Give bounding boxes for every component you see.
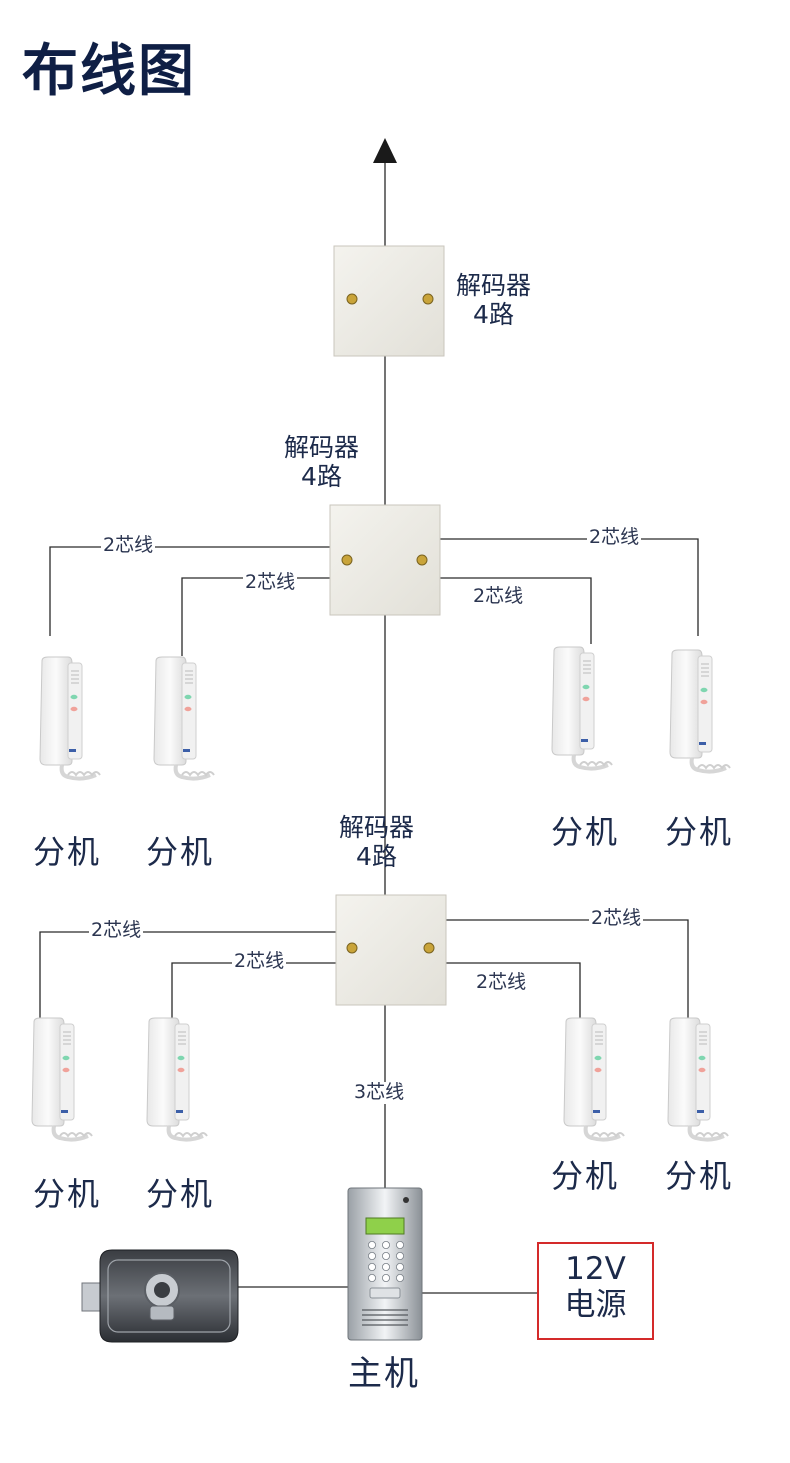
extension-label: 分机 <box>665 1157 734 1195</box>
page-title: 布线图 <box>22 39 196 104</box>
decoder-ports: 4路 <box>301 461 342 491</box>
wire-lower-right-inner <box>446 962 581 1018</box>
decoder-ports: 4路 <box>473 299 514 329</box>
wire-label: 2芯线 <box>587 526 642 549</box>
handset-icon <box>30 1016 94 1142</box>
extension-label: 分机 <box>551 813 620 851</box>
handset-icon <box>666 1016 730 1142</box>
handset-icon <box>668 648 732 774</box>
wire-label: 2芯线 <box>89 919 144 942</box>
handset-icon <box>152 655 216 781</box>
extension-label: 分机 <box>146 1175 215 1213</box>
door-station-icon <box>347 1187 423 1341</box>
decoder-name: 解码器 <box>456 271 532 300</box>
wire-label: 2芯线 <box>474 971 529 994</box>
wire-label: 2芯线 <box>243 571 298 594</box>
handset-icon <box>562 1016 626 1142</box>
extension-label: 分机 <box>551 1157 620 1195</box>
decoder-label-3: 解码器 4路 <box>339 813 415 872</box>
power-label: 电源 <box>564 1286 627 1323</box>
wire-upper-right-inner <box>440 577 592 644</box>
wire-label: 2芯线 <box>589 907 644 930</box>
decoder-box-3 <box>335 894 447 1006</box>
wire-upper-right-outer <box>440 538 699 636</box>
host-label: 主机 <box>348 1354 420 1394</box>
decoder-name: 解码器 <box>339 813 415 842</box>
handset-icon <box>550 645 614 771</box>
wire-label-3-core: 3芯线 <box>352 1081 407 1104</box>
uplink-arrow-icon <box>373 138 397 163</box>
decoder-name: 解码器 <box>284 433 360 462</box>
decoder-label-1: 解码器 4路 <box>456 271 532 330</box>
handset-icon <box>145 1016 209 1142</box>
wire-label: 2芯线 <box>101 534 156 557</box>
electric-lock-icon <box>81 1249 239 1343</box>
wire-lower-left-outer <box>39 931 336 1018</box>
decoder-box-1 <box>333 245 445 357</box>
handset-icon <box>38 655 102 781</box>
extension-label: 分机 <box>33 1175 102 1213</box>
wire-label: 2芯线 <box>471 585 526 608</box>
wire-upper-left-outer <box>49 546 330 636</box>
power-voltage: 12V <box>565 1251 626 1287</box>
decoder-ports: 4路 <box>356 841 397 871</box>
extension-label: 分机 <box>665 813 734 851</box>
decoder-label-2: 解码器 4路 <box>284 433 360 492</box>
extension-label: 分机 <box>33 833 102 871</box>
power-supply-box: 12V 电源 <box>537 1242 654 1340</box>
wire-label: 2芯线 <box>232 950 287 973</box>
extension-label: 分机 <box>146 833 215 871</box>
decoder-box-2 <box>329 504 441 616</box>
wire-lower-right-outer <box>446 919 689 1018</box>
